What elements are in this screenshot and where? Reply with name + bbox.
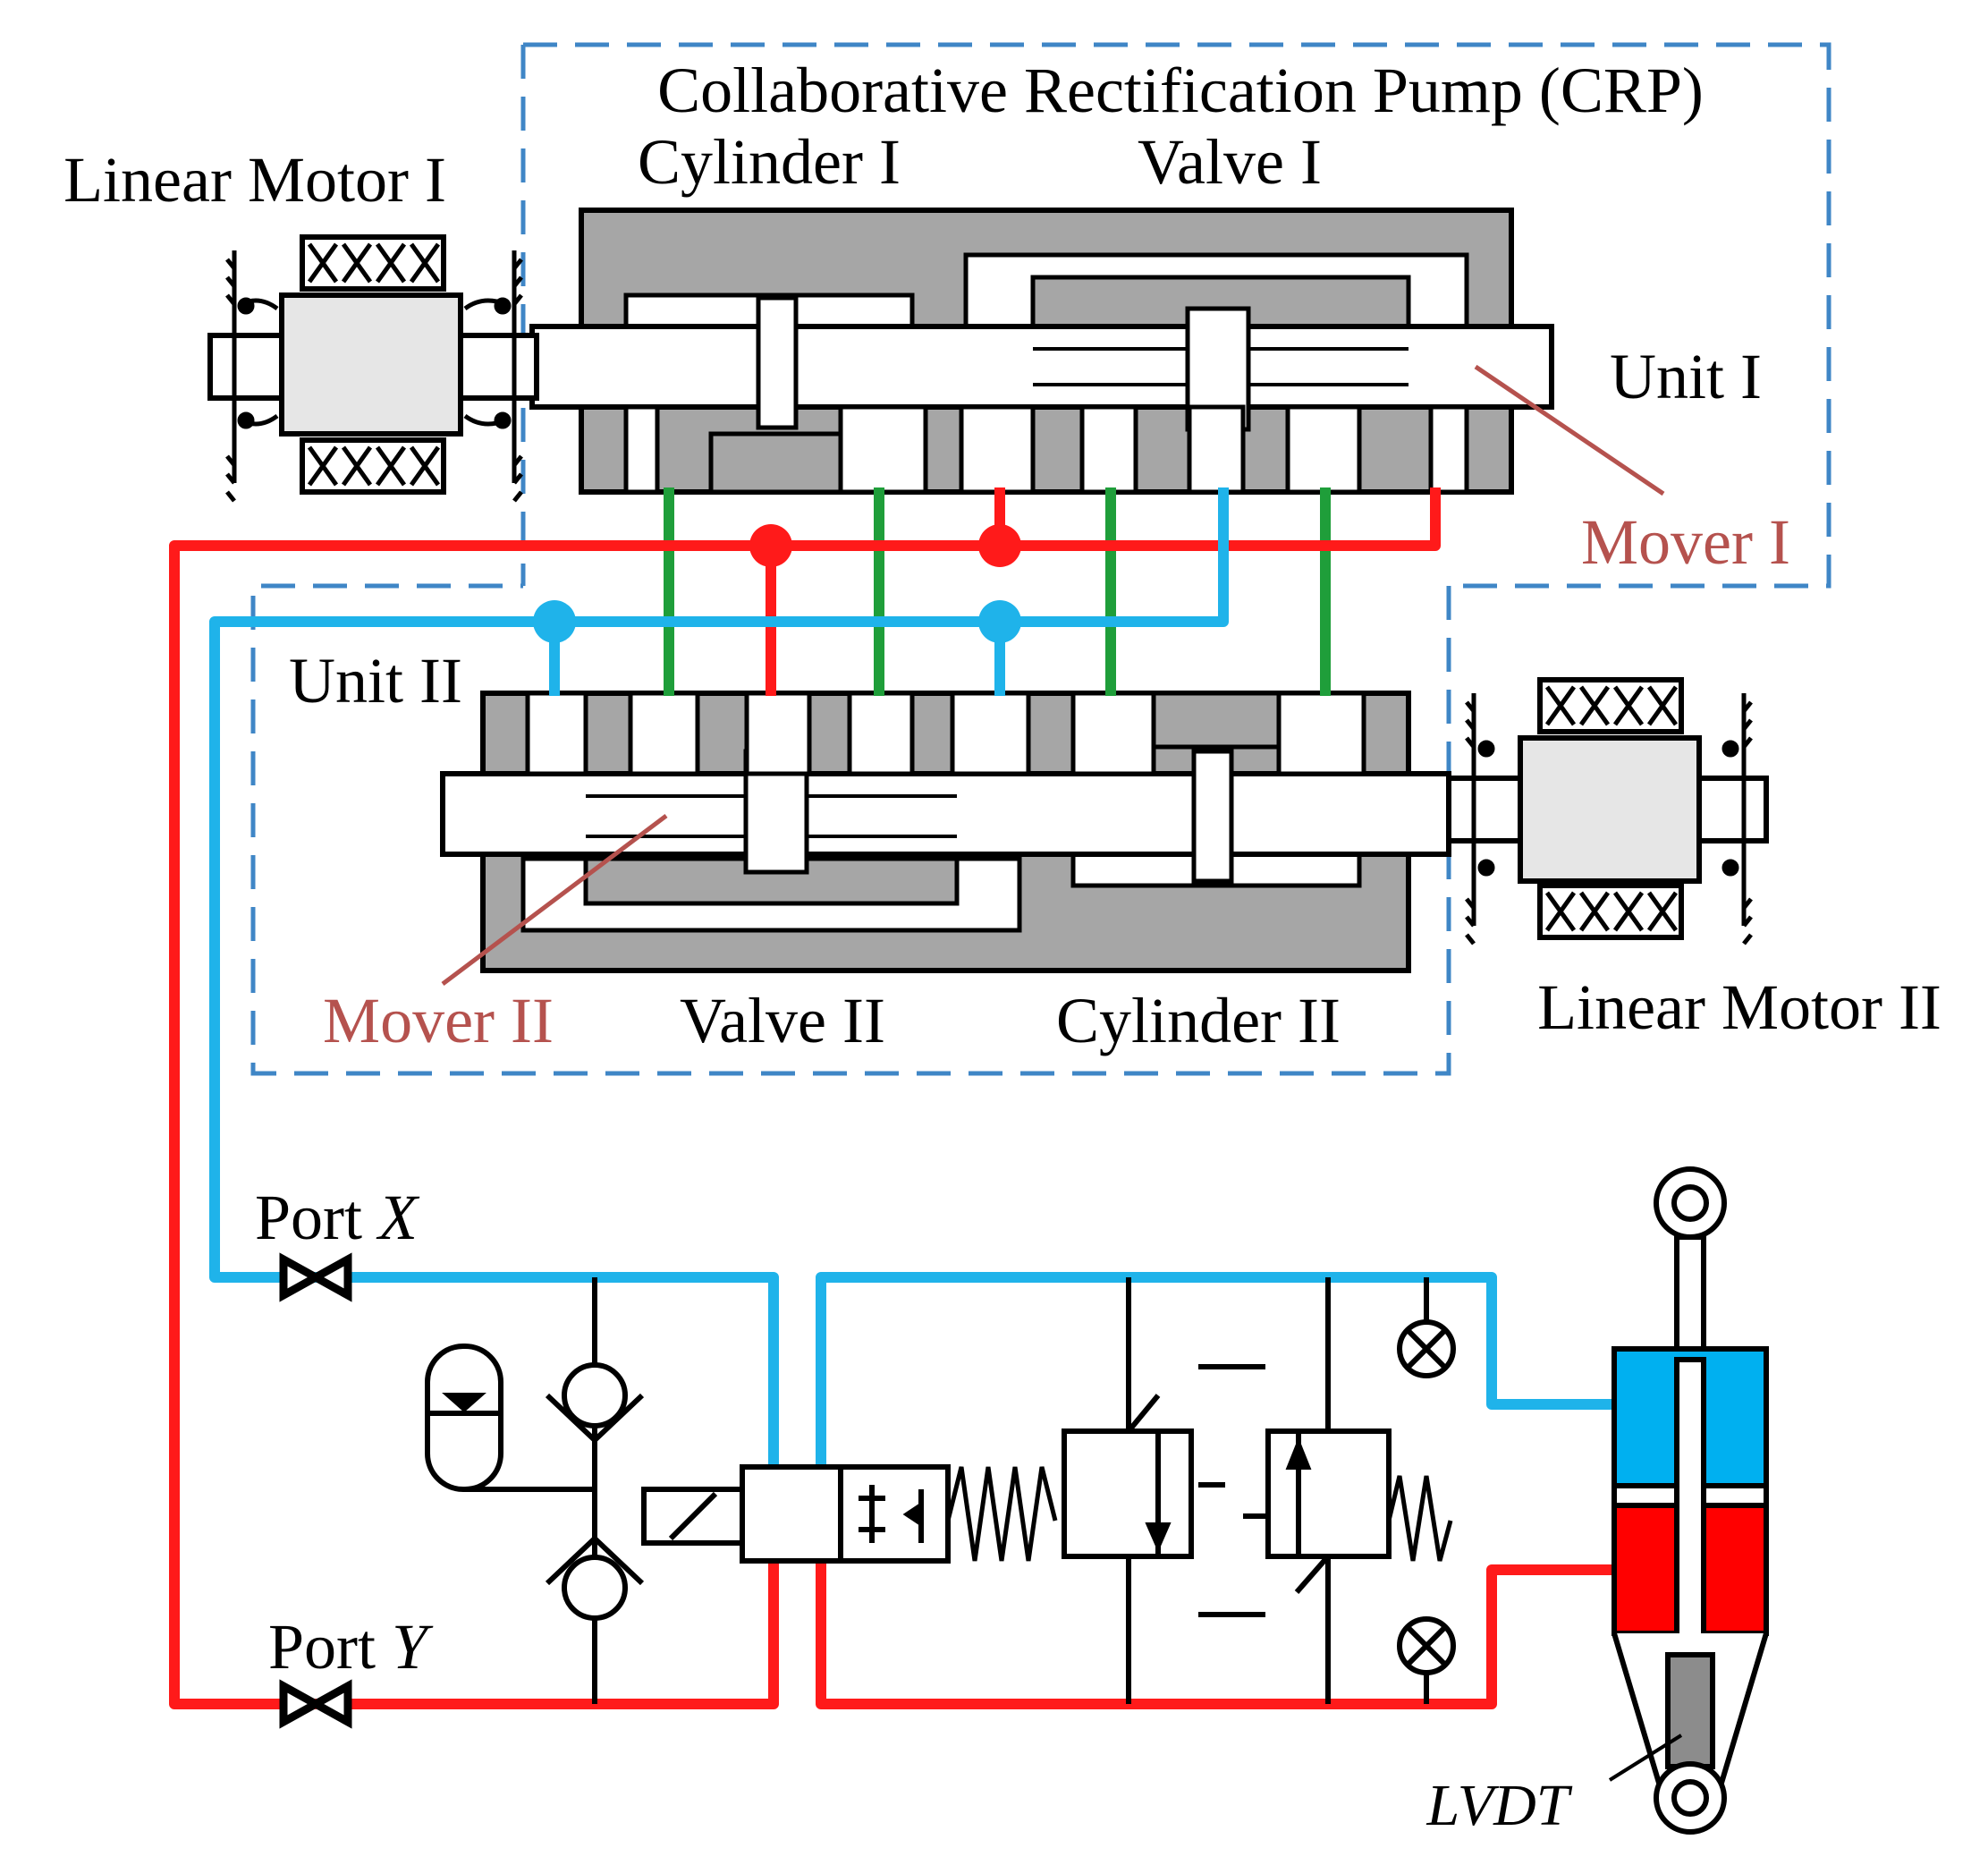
crp-dashed-boundary-bottom (250, 583, 1451, 1076)
linear-motor-1-coil-bottom (300, 437, 446, 495)
hydraulic-actuator (1608, 1166, 1769, 1835)
mover-2-leader (441, 814, 668, 986)
valve-1-label: Valve I (1138, 126, 1322, 198)
unit-1-body (529, 208, 1554, 495)
linear-motor-2-mover (1518, 735, 1702, 884)
port-x-valve (279, 1252, 352, 1302)
linear-motor-2-label: Linear Motor II (1537, 971, 1941, 1043)
linear-motor-2-springs (1465, 693, 1753, 945)
linear-motor-1-coil-top (300, 234, 446, 292)
blue-junction-1 (533, 600, 576, 643)
lvdt-label: LVDT (1426, 1773, 1573, 1838)
check-valve-upper-icon (545, 1362, 645, 1445)
relief-valves (1062, 1277, 1453, 1704)
mover-1-leader (1474, 364, 1665, 496)
blue-junction-2 (978, 600, 1021, 643)
linear-motor-1-label: Linear Motor I (63, 144, 446, 216)
unit-2-label: Unit II (289, 645, 462, 716)
linear-motor-1-mover (279, 292, 463, 437)
solenoid-icon (641, 1487, 745, 1546)
linear-motor-1 (207, 234, 539, 503)
red-junction-2 (978, 524, 1021, 567)
mover-2-label: Mover II (323, 985, 554, 1056)
relief-valve-1 (1062, 1428, 1194, 1559)
linear-motor-2 (1446, 677, 1769, 945)
port-x-label: Port X (255, 1182, 420, 1253)
unit-1-spool (529, 324, 1554, 410)
cylinder-1-piston (756, 295, 799, 430)
pressure-gauge-top-icon (1397, 1277, 1456, 1378)
unit-2-spool (440, 771, 1451, 857)
accumulator-icon (425, 1344, 503, 1492)
solenoid-valve (641, 1464, 1058, 1564)
linear-motor-2-coil-top (1537, 677, 1684, 734)
cylinder-2-label: Cylinder II (1056, 985, 1341, 1056)
green-transfer-lines (664, 487, 1331, 696)
lvdt-sensor (1665, 1652, 1715, 1769)
pressure-gauge-bottom-icon (1397, 1616, 1456, 1704)
cylinder-1-label: Cylinder I (638, 126, 901, 198)
unit-2-body (440, 691, 1451, 973)
red-junction-1 (749, 524, 792, 567)
crp-title: Collaborative Rectification Pump (CRP) (657, 55, 1704, 126)
unit-1-label: Unit I (1610, 341, 1762, 412)
relief-valve-2 (1265, 1428, 1392, 1559)
mover-1-label: Mover I (1581, 506, 1790, 578)
linear-motor-2-coil-bottom (1537, 883, 1684, 940)
valve-2-label: Valve II (680, 985, 885, 1056)
cylinder-2-piston (1191, 749, 1234, 884)
check-valve-lower-icon (545, 1534, 645, 1621)
linear-motor-1-springs (225, 250, 523, 503)
port-y-valve (279, 1679, 352, 1729)
crp-dashed-boundary-top (520, 42, 1831, 589)
accumulator-circuit (425, 1277, 645, 1704)
port-y-label: Port Y (268, 1611, 434, 1683)
